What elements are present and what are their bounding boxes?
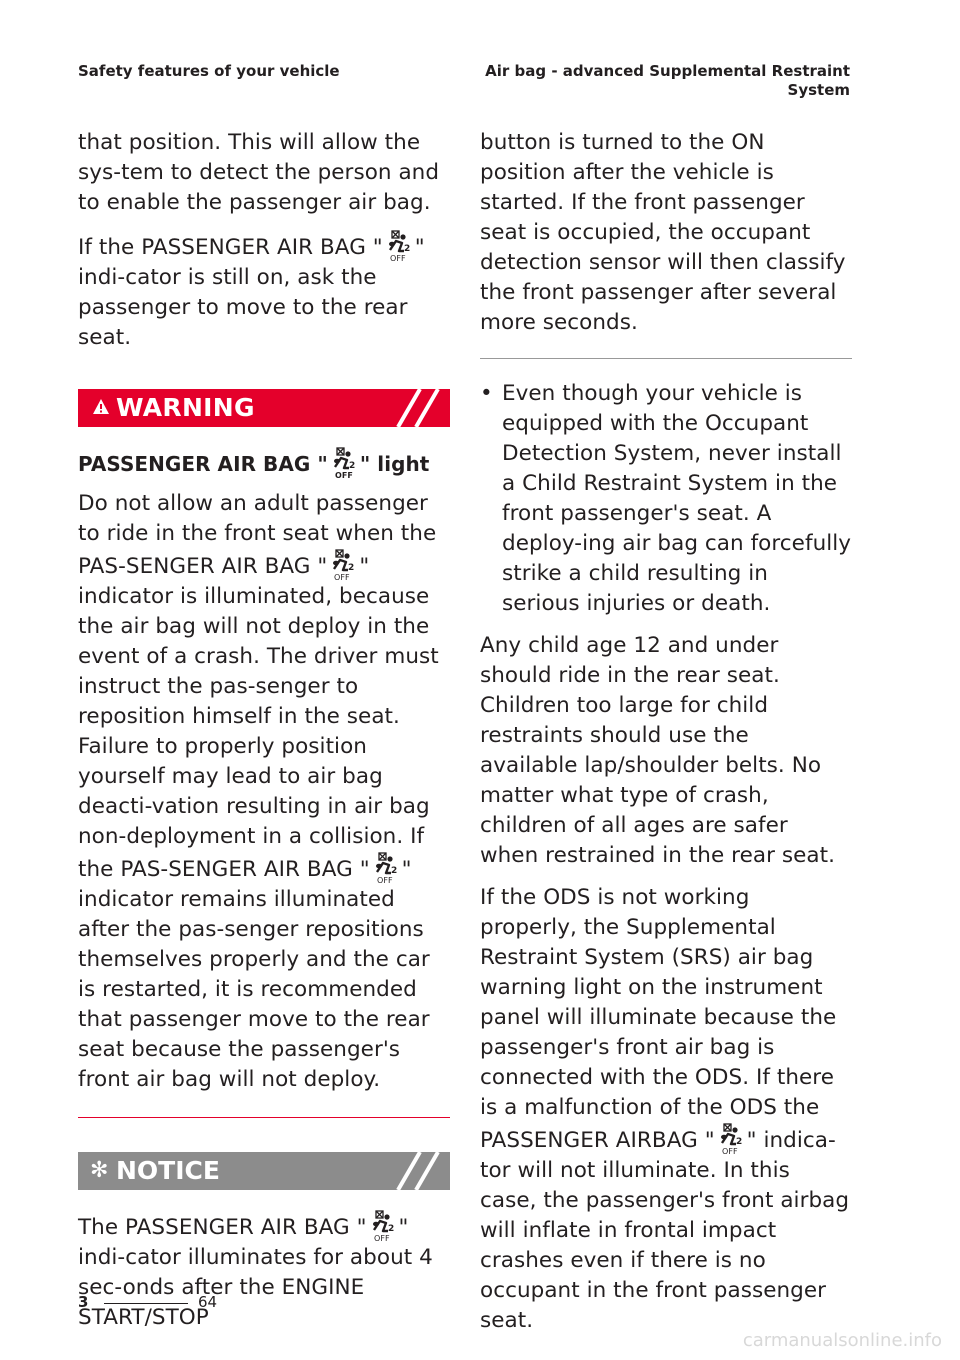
bullet-dot: • [480, 381, 493, 406]
watermark: carmanualsonline.info [742, 1330, 942, 1351]
passenger-airbag-off-icon [384, 230, 414, 262]
notice-banner: ✻ NOTICE [78, 1152, 450, 1190]
text-run: PASSENGER AIR BAG " [78, 452, 328, 476]
left-column: that position. This will allow the sys-t… [78, 128, 450, 1345]
text-run: " indica-tor will not illuminate. In thi… [480, 1128, 850, 1333]
text-run: If the ODS is not working properly, the … [480, 885, 837, 1153]
paragraph: If the PASSENGER AIR BAG "" indi-cator i… [78, 230, 450, 353]
header-section-title: Safety features of your vehicle [78, 62, 340, 80]
text-run: " indicator is illuminated, because the … [78, 554, 439, 882]
notice-divider [480, 358, 852, 359]
section-number: 3 [78, 1293, 89, 1311]
page-number: 64 [198, 1293, 218, 1311]
passenger-airbag-off-icon [716, 1123, 746, 1155]
warning-title: WARNING [116, 393, 255, 422]
text-run: The PASSENGER AIR BAG " [78, 1215, 367, 1240]
bullet-text: Even though your vehicle is equipped wit… [502, 381, 852, 616]
text-run: " indi-cator is still on, ask the passen… [78, 235, 425, 350]
passenger-airbag-off-icon [368, 1210, 398, 1242]
text-run: " light [359, 452, 430, 476]
notice-star-icon: ✻ [90, 1158, 109, 1183]
banner-slash-decoration [396, 389, 440, 427]
paragraph: Any child age 12 and under should ride i… [480, 633, 835, 868]
paragraph: If the ODS is not working properly, the … [480, 883, 852, 1336]
passenger-airbag-off-icon [328, 549, 358, 581]
footer-rule [104, 1303, 188, 1304]
notice-body: The PASSENGER AIR BAG "" indi-cator illu… [78, 1210, 450, 1333]
banner-slash-decoration [396, 1152, 440, 1190]
warning-banner: WARNING [78, 389, 450, 427]
text-run: Do not allow an adult passenger to ride … [78, 491, 437, 579]
warning-triangle-icon [93, 399, 109, 414]
text-run: " indicator remains illuminated after th… [78, 857, 430, 1092]
header-chapter-line1: Air bag - advanced Supplemental Restrain… [485, 62, 850, 80]
notice-title: NOTICE [116, 1156, 220, 1185]
list-item: • Even though your vehicle is equipped w… [480, 379, 852, 619]
passenger-airbag-off-icon [371, 852, 401, 884]
text-run: If the PASSENGER AIR BAG " [78, 235, 383, 260]
right-column: button is turned to the ON position afte… [480, 128, 852, 1348]
header-chapter-title: Air bag - advanced Supplemental Restrain… [450, 62, 850, 100]
warning-divider [78, 1117, 450, 1118]
header-chapter-line2: System [787, 81, 850, 99]
passenger-airbag-off-icon [329, 447, 359, 479]
text-run: " indi-cator illuminates for about 4 sec… [78, 1215, 433, 1330]
warning-subtitle: PASSENGER AIR BAG " " light [78, 447, 450, 479]
paragraph: that position. This will allow the sys-t… [78, 130, 440, 215]
paragraph: button is turned to the ON position afte… [480, 130, 846, 335]
warning-body: Do not allow an adult passenger to ride … [78, 489, 450, 1095]
page-footer: 3 64 [78, 1293, 217, 1311]
